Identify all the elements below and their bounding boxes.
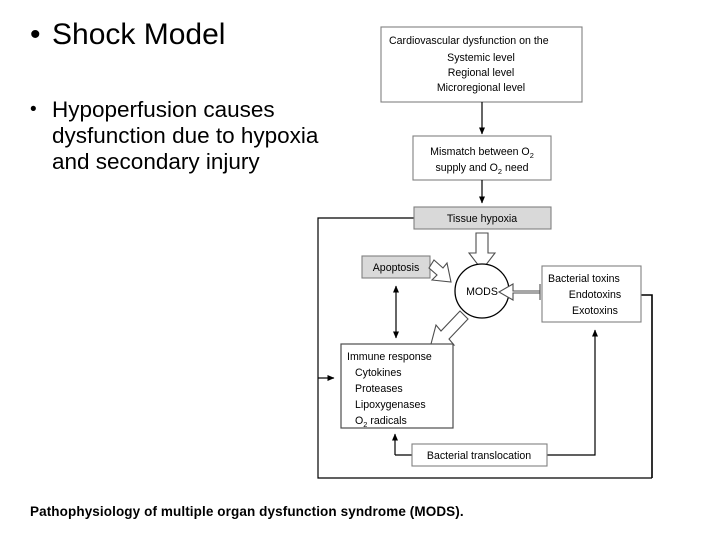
outer-feedback-loop-bottom: [317, 378, 652, 479]
node-immune-line-3: Lipoxygenases: [355, 399, 426, 411]
node-cardiovascular-line-1: Systemic level: [447, 52, 515, 64]
bullet-item-label: Shock Model: [52, 18, 226, 51]
node-cardiovascular-title: Cardiovascular dysfunction on the: [389, 35, 549, 47]
node-bacterial-toxins-title: Bacterial toxins: [548, 273, 620, 285]
node-tissue-hypoxia-label: Tissue hypoxia: [447, 213, 517, 225]
node-cardiovascular-line-3: Microregional level: [437, 82, 525, 94]
outer-feedback-loop-right: [641, 294, 653, 478]
node-mismatch-line-2: supply and O2 need: [435, 162, 528, 176]
node-immune-line-1: Cytokines: [355, 367, 402, 379]
node-immune-response: Immune response Cytokines Proteases Lipo…: [340, 343, 454, 429]
node-mismatch-line-1: Mismatch between O2: [430, 146, 534, 160]
block-arrow-toxins-to-mods: [497, 283, 541, 301]
node-bacterial-toxins-line-2: Exotoxins: [572, 305, 618, 317]
bullet-marker-icon: •: [30, 18, 41, 51]
node-mods-circle: MODS: [454, 263, 510, 319]
bullet-item-shock-model: • Shock Model: [30, 18, 328, 53]
node-bacterial-toxins: Bacterial toxins Endotoxins Exotoxins: [541, 265, 642, 323]
bullet-list: • Shock Model • Hypoperfusion causes dys…: [18, 18, 328, 175]
mods-flowchart: Cardiovascular dysfunction on the System…: [300, 10, 700, 495]
node-oxygen-mismatch: Mismatch between O2 supply and O2 need: [412, 135, 552, 181]
node-immune-line-2: Proteases: [355, 383, 403, 395]
node-bacterial-translocation-label: Bacterial translocation: [427, 450, 531, 462]
arrow-translocation-to-toxins: [547, 329, 598, 456]
node-bacterial-toxins-line-1: Endotoxins: [569, 289, 621, 301]
outer-feedback-loop-left: [317, 217, 414, 381]
node-cardiovascular-line-2: Regional level: [448, 67, 515, 79]
node-mods-label: MODS: [466, 286, 498, 298]
bullet-marker-icon: •: [30, 98, 37, 120]
arrow-translocation-to-immune: [392, 433, 412, 456]
node-apoptosis-label: Apoptosis: [373, 262, 420, 274]
block-arrow-apoptosis-to-mods: [428, 259, 452, 283]
node-immune-line-4: O2 radicals: [355, 415, 407, 429]
node-apoptosis: Apoptosis: [361, 255, 431, 279]
bullet-item-hypoperfusion: • Hypoperfusion causes dysfunction due t…: [30, 97, 328, 175]
bullet-item-label: Hypoperfusion causes dysfunction due to …: [52, 96, 319, 174]
node-cardiovascular-dysfunction: Cardiovascular dysfunction on the System…: [380, 26, 583, 103]
node-tissue-hypoxia: Tissue hypoxia: [413, 206, 552, 230]
block-arrow-hypoxia-to-mods: [467, 232, 497, 271]
block-arrow-immune-to-mods: [430, 310, 469, 346]
figure-caption: Pathophysiology of multiple organ dysfun…: [30, 504, 464, 519]
node-immune-response-title: Immune response: [347, 351, 432, 363]
node-bacterial-translocation: Bacterial translocation: [411, 443, 548, 467]
